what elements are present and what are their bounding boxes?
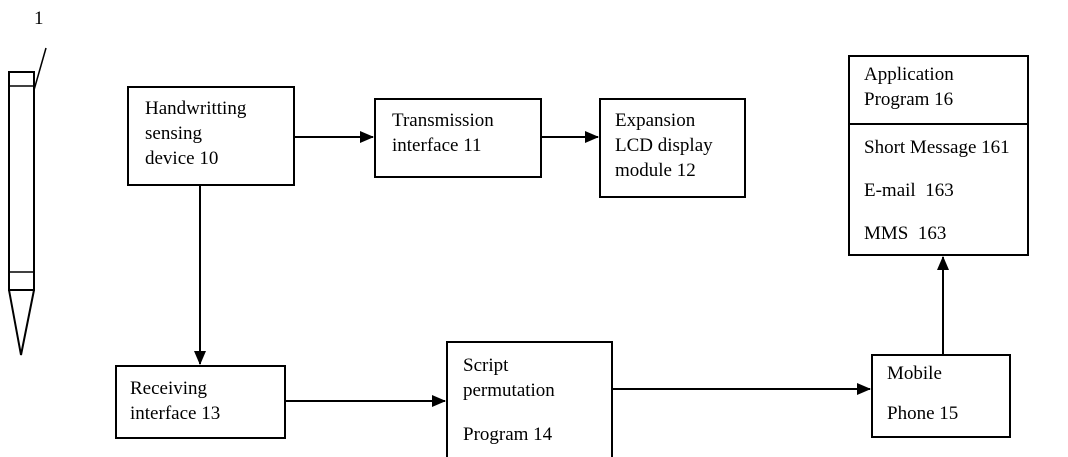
expansion-block-label: Expansion LCD display module 12 [615, 110, 713, 181]
application-header-divider [850, 123, 1027, 125]
script-block-program: Program 14 [463, 424, 553, 445]
handwriting-sensing-device-block: Handwritting sensing device 10 [127, 86, 295, 186]
transmission-interface-block: Transmission interface 11 [374, 98, 542, 178]
application-item-mms: MMS 163 [864, 223, 947, 244]
script-permutation-block: Script permutation Program 14 [446, 341, 613, 457]
stylus-icon [8, 71, 35, 356]
script-block-title: Script permutation [463, 355, 555, 401]
handwriting-block-label: Handwritting sensing device 10 [145, 98, 247, 169]
transmission-block-label: Transmission interface 11 [392, 110, 494, 156]
expansion-lcd-display-block: Expansion LCD display module 12 [599, 98, 746, 198]
mobile-block-line2: Phone 15 [887, 403, 959, 424]
reference-number-label: 1 [34, 8, 44, 29]
receiving-interface-block: Receiving interface 13 [115, 365, 286, 439]
receiving-block-label: Receiving interface 13 [130, 378, 221, 424]
mobile-block-line1: Mobile [887, 363, 942, 384]
mobile-phone-block: Mobile Phone 15 [871, 354, 1011, 438]
application-item-email: E-mail 163 [864, 180, 954, 201]
application-item-short-message: Short Message 161 [864, 137, 1010, 158]
application-header-label: Application Program 16 [864, 64, 954, 110]
reference-leader-line [33, 47, 47, 91]
application-program-block: Application Program 16 Short Message 161… [848, 55, 1029, 256]
